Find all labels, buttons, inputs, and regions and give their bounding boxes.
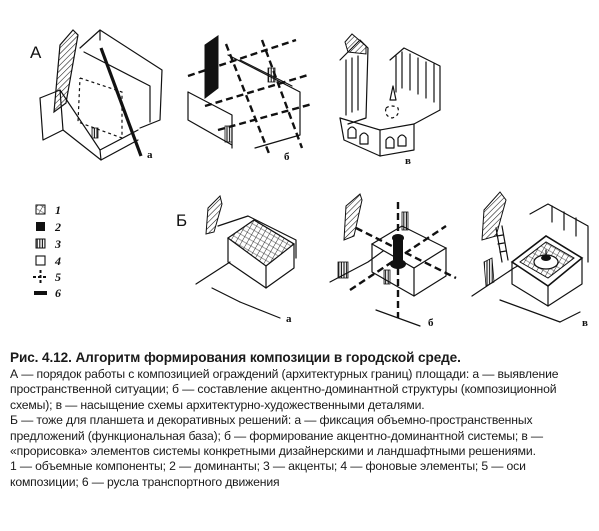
legend-item-2: 2 (36, 220, 61, 234)
panel-top-v: в (339, 33, 441, 167)
panel-bottom-b: б (329, 193, 457, 329)
panel-bottom-a: а (195, 195, 297, 325)
background-element-icon (35, 255, 46, 266)
caption-paragraph-legend: 1 — объемные компоненты; 2 — доминанты; … (10, 459, 526, 489)
sub-label-bottom-v: в (582, 317, 588, 329)
volumetric-component-icon (35, 204, 46, 215)
legend-number-2: 2 (54, 220, 61, 234)
legend-item-5: 5 (33, 270, 61, 284)
caption-paragraph-a: А — порядок работы с композицией огражде… (10, 367, 559, 412)
sub-label-bottom-b: б (428, 317, 434, 329)
panel-top-a: а (39, 29, 163, 161)
transport-route-icon (34, 291, 47, 295)
legend-number-1: 1 (55, 203, 61, 217)
sub-label-bottom-a: а (286, 313, 292, 325)
sub-label-top-v: в (405, 155, 411, 167)
row-label-a: А (30, 43, 42, 62)
legend: 1 2 3 4 5 6 (33, 203, 61, 300)
legend-number-6: 6 (55, 286, 61, 300)
legend-number-4: 4 (54, 254, 61, 268)
caption-paragraph-b: Б — тоже для планшета и декоративных реш… (10, 413, 543, 459)
legend-item-4: 4 (35, 254, 61, 268)
accent-icon (35, 238, 46, 249)
dominant-icon (36, 222, 45, 231)
composition-axis-icon (33, 270, 48, 284)
legend-item-6: 6 (34, 286, 61, 300)
legend-item-3: 3 (35, 237, 61, 251)
figure-drawings: А Б а б (30, 29, 589, 329)
legend-item-1: 1 (35, 203, 61, 217)
panel-bottom-v: в (471, 191, 589, 329)
row-label-b: Б (176, 211, 187, 230)
caption-title: Рис. 4.12. Алгоритм формирования компози… (10, 350, 461, 365)
panel-top-b: б (187, 35, 313, 163)
sub-label-top-a: а (147, 149, 153, 161)
legend-number-3: 3 (54, 237, 61, 251)
legend-number-5: 5 (55, 270, 61, 284)
figure-caption: Рис. 4.12. Алгоритм формирования компози… (10, 350, 592, 490)
sub-label-top-b: б (284, 151, 290, 163)
